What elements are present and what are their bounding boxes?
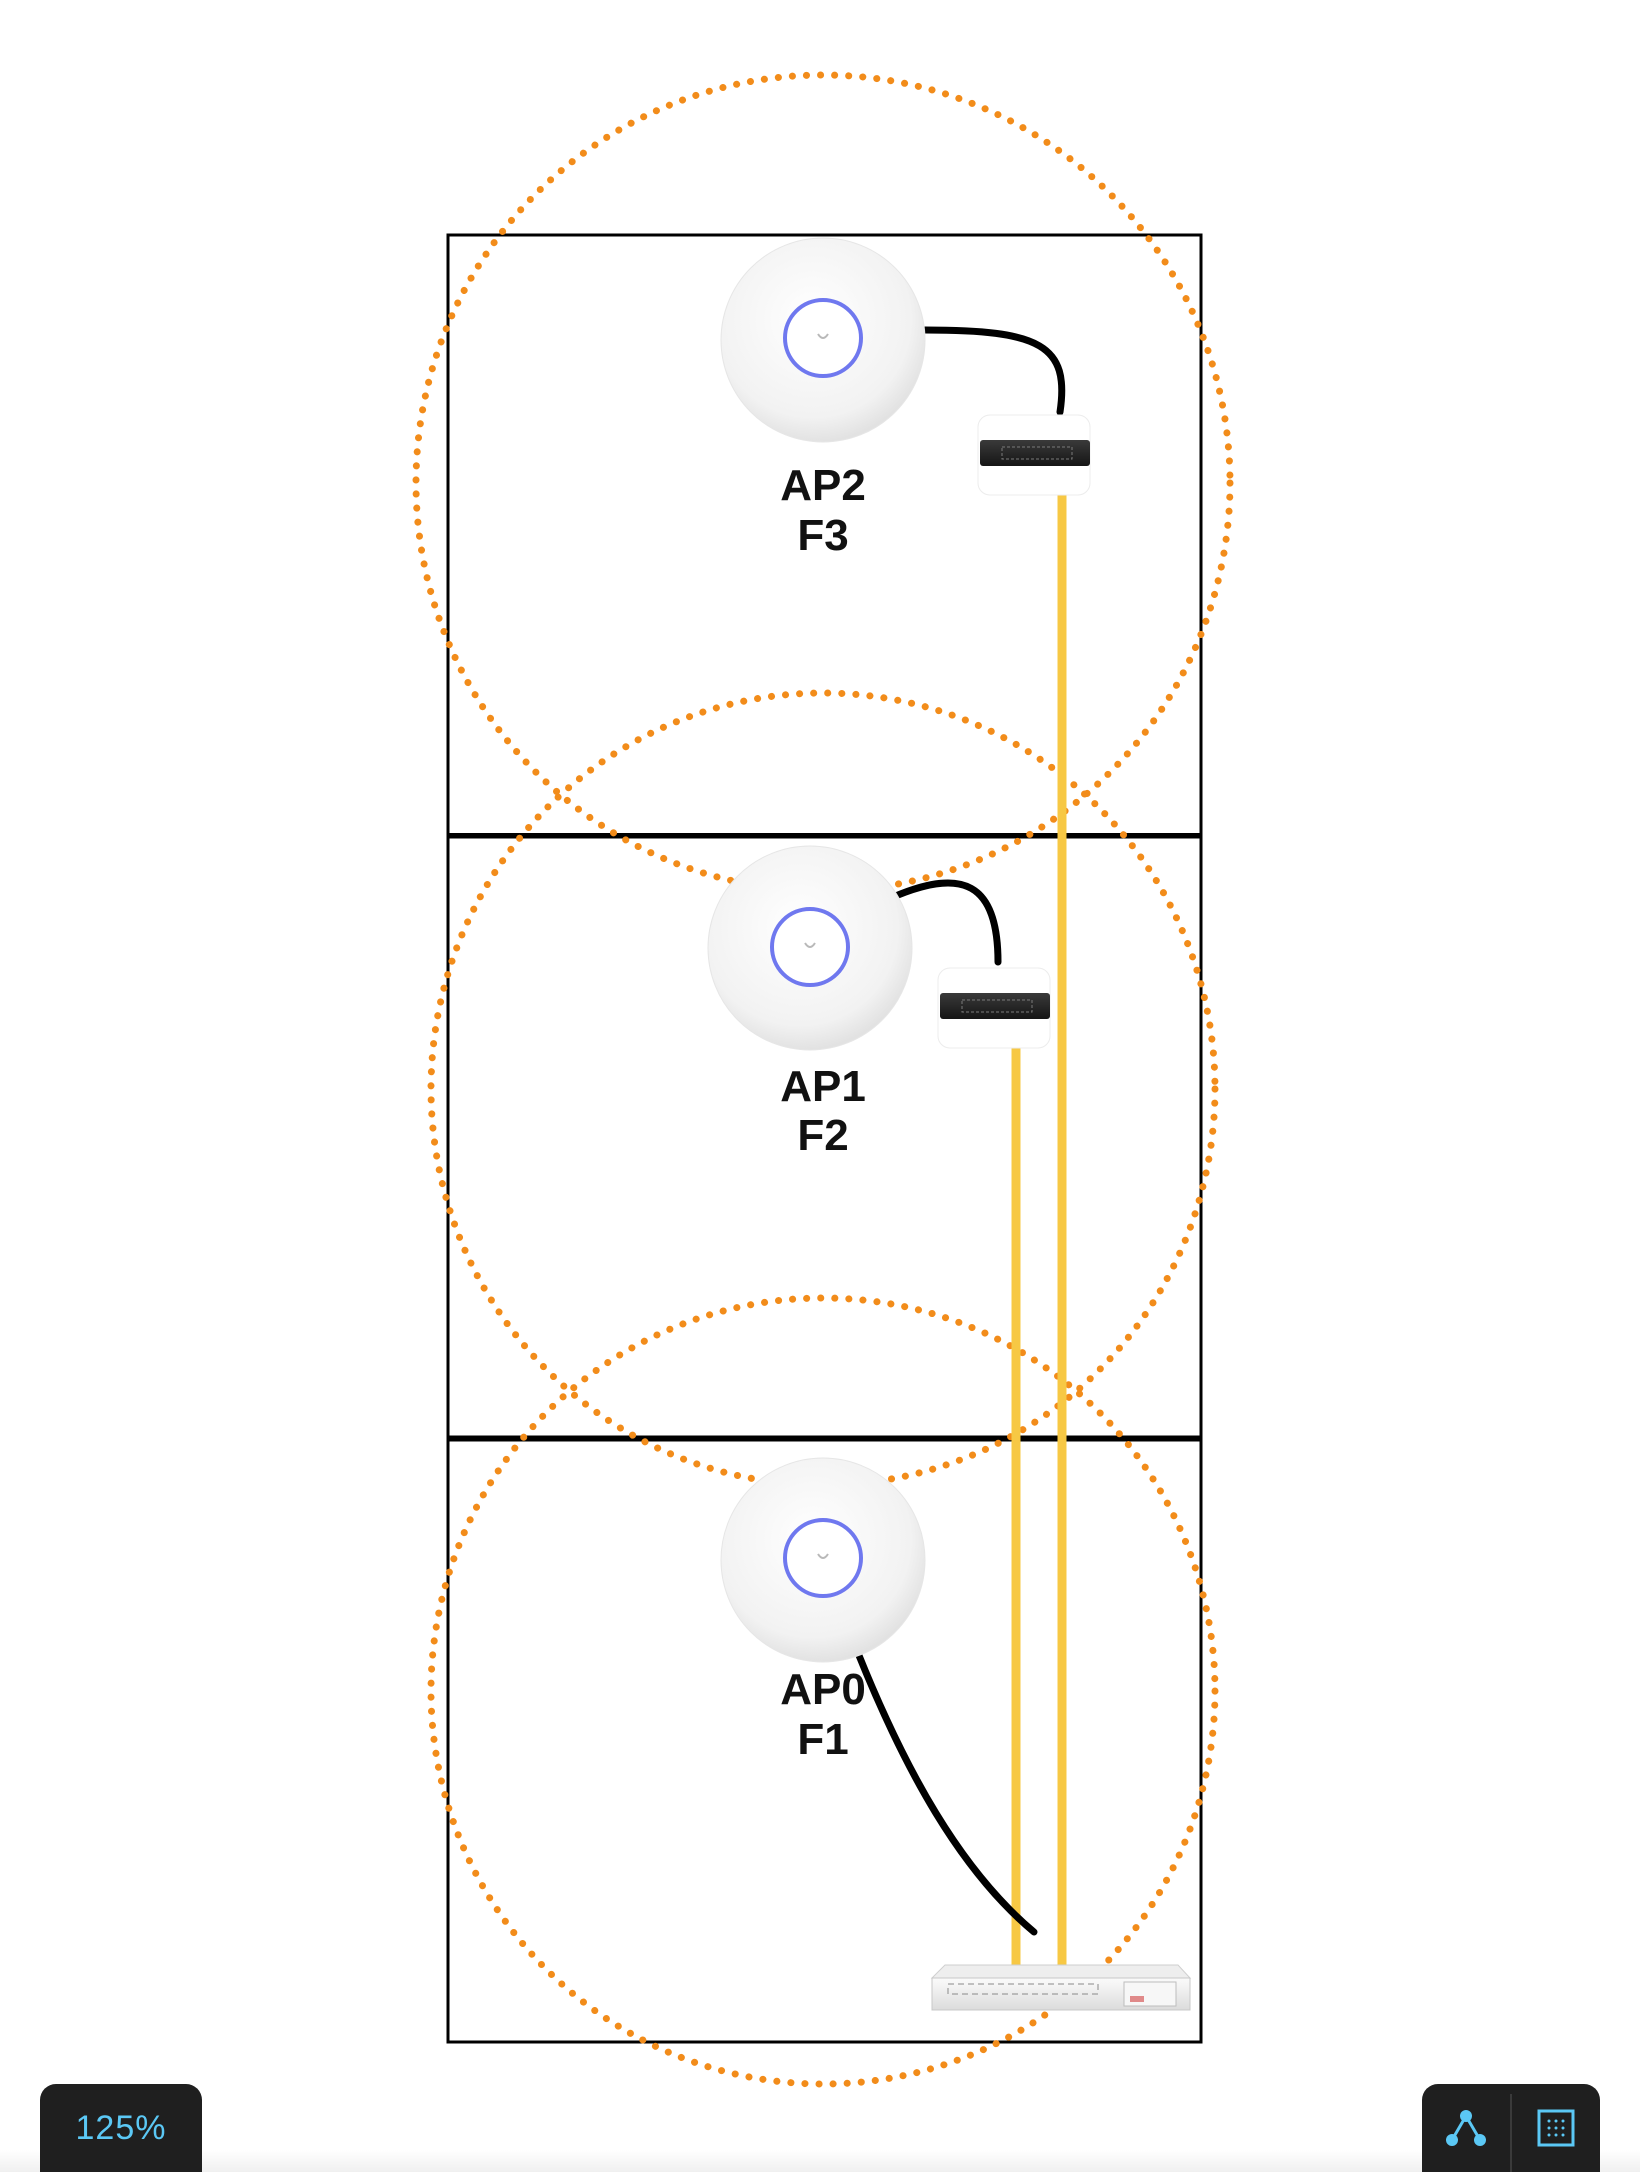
ap-label: AP0 (780, 1665, 866, 1714)
grid-tool-button[interactable] (1512, 2084, 1600, 2172)
floor-box-f1[interactable] (446, 1438, 1203, 2044)
access-point-icon[interactable] (720, 237, 926, 443)
canvas-bottom-edge (0, 2150, 1640, 2172)
ap-label: AP1 (780, 1062, 866, 1111)
zoom-level-button[interactable]: 125% (40, 2084, 202, 2172)
access-point-icon[interactable] (707, 845, 913, 1051)
ethernet-cable-ap2[interactable] (921, 326, 1066, 416)
floor-label: F3 (797, 511, 848, 560)
ethernet-cable-ap1[interactable] (894, 879, 1002, 966)
grid-icon (1537, 2109, 1575, 2147)
coverage-circle-ap0 (427, 1294, 1219, 2088)
connector-icon (1446, 2110, 1486, 2146)
connector-tool-button[interactable] (1422, 2084, 1510, 2172)
network-switch-icon[interactable] (937, 967, 1051, 1049)
toolbar-divider (1510, 2094, 1512, 2172)
zoom-level-label: 125% (75, 2108, 167, 2147)
floor-label: F2 (797, 1111, 848, 1160)
floor-label: F1 (797, 1715, 848, 1764)
access-point-icon[interactable] (720, 1457, 926, 1663)
ethernet-cable-ap0[interactable] (854, 1649, 1038, 1936)
ap-label: AP2 (780, 461, 866, 510)
coverage-circle-ap2 (412, 71, 1234, 895)
router-icon[interactable] (930, 1964, 1192, 2011)
canvas-toolbar (1422, 2084, 1600, 2172)
network-switch-icon[interactable] (977, 414, 1091, 496)
